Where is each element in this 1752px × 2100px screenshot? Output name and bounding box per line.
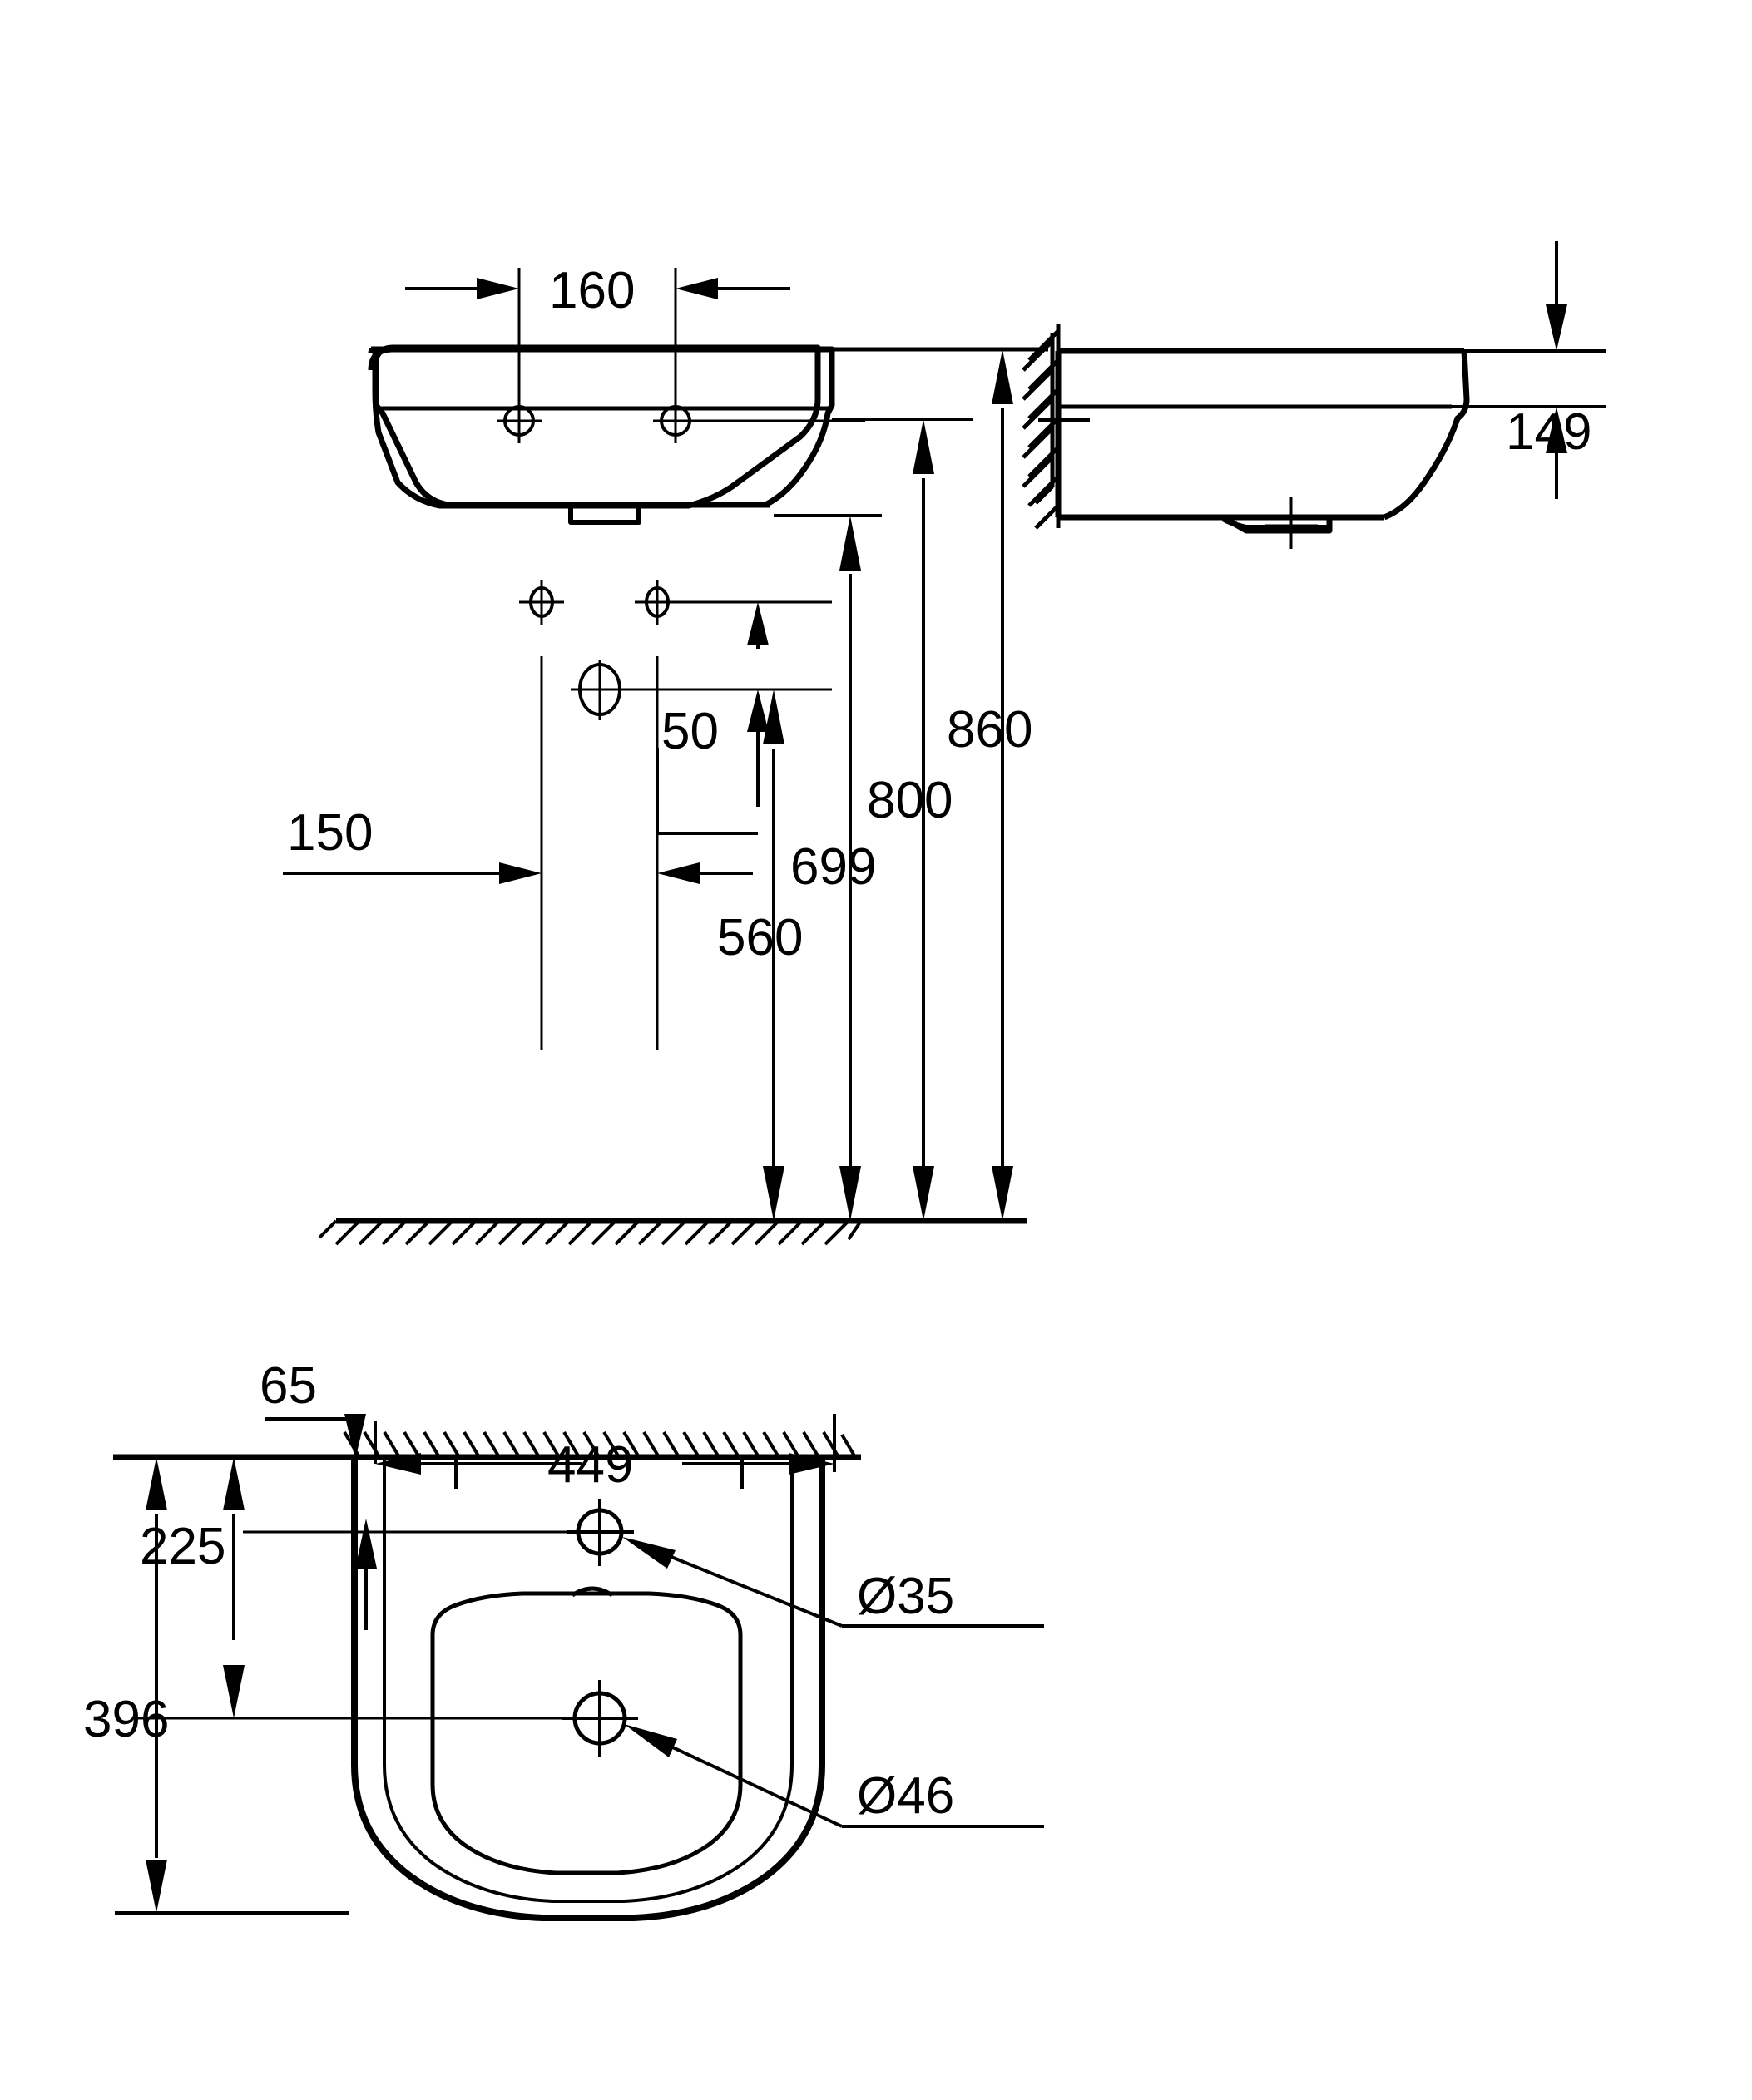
front-bowl-right-wall [765, 349, 835, 507]
label-box-50 [656, 748, 758, 835]
floor-line-group [318, 1218, 1027, 1246]
mounting-hole-left [519, 580, 564, 625]
front-waste-lip [568, 505, 641, 525]
arrowhead-225-helper [355, 1519, 377, 1569]
dimension-label-225: 225 [140, 1518, 225, 1575]
dimension-50: 50 [656, 600, 832, 835]
arrowhead-560-up [763, 689, 784, 744]
arrowhead-800-up [913, 419, 934, 474]
arrowhead-225-up [223, 1457, 245, 1510]
arrowhead-860-up [992, 349, 1013, 404]
plan-bowl-shelf-contour [383, 1457, 794, 1903]
arrowhead-50-up [747, 602, 769, 645]
plan-basin-outline [351, 1457, 825, 1921]
dimension-149: 149 [1506, 241, 1591, 499]
dimension-label-150: 150 [287, 804, 373, 862]
arrowhead-860-down [992, 1166, 1013, 1221]
side-elevation-view: 149 [1027, 241, 1606, 549]
side-waste-lip-fill [1221, 516, 1329, 530]
arrowhead-dia35 [622, 1537, 676, 1569]
dimension-800: 800 [832, 418, 973, 1221]
plan-overflow-notch [571, 1586, 614, 1598]
plan-tap-hole [567, 1499, 634, 1566]
arrowhead-699-up [839, 516, 861, 571]
callout-label-dia35: Ø35 [857, 1568, 954, 1625]
arrowhead-150-right [657, 862, 700, 884]
plan-waste-hole [562, 1680, 638, 1757]
dimension-65: 65 [260, 1357, 366, 1460]
dimension-label-800: 800 [867, 772, 953, 829]
side-waste-centerline [1265, 497, 1318, 549]
front-elevation-view: 160 [368, 262, 1055, 525]
dimension-label-50: 50 [661, 703, 719, 760]
arrowhead-149-top [1546, 304, 1567, 351]
arrowhead-396-down [146, 1860, 167, 1913]
dimension-label-560: 560 [717, 909, 803, 966]
dimension-label-65: 65 [260, 1357, 317, 1415]
dimension-225: 225 [133, 1455, 377, 1720]
arrowhead-449-left [375, 1453, 421, 1475]
front-basin-profile [368, 346, 835, 406]
dimension-label-860: 860 [947, 701, 1032, 758]
dimension-396: 396 [83, 1457, 349, 1915]
arrowhead-160-left [477, 278, 519, 299]
plan-view: Ø35 Ø46 65 449 [83, 1357, 1044, 1921]
arrowhead-560-down [763, 1166, 784, 1221]
arrowhead-149-bottom [1546, 407, 1567, 453]
dimension-label-699: 699 [790, 838, 876, 896]
dimension-860: 860 [832, 347, 1048, 1221]
arrowhead-65 [344, 1414, 366, 1460]
callout-dia46: Ø46 [624, 1724, 1044, 1828]
arrowhead-150-left [499, 862, 542, 884]
dimension-699: 699 [774, 514, 882, 1221]
front-basin-outline [372, 344, 821, 509]
mounting-hole-pattern [519, 580, 832, 1050]
arrowhead-396-up [146, 1457, 167, 1510]
floor-hatch [318, 1219, 863, 1246]
dimension-label-396: 396 [83, 1691, 169, 1748]
callout-dia35: Ø35 [622, 1537, 1044, 1628]
dimension-560: 560 [657, 688, 803, 1221]
dimension-160: 160 [405, 262, 790, 422]
plan-bowl-inner-outline [430, 1591, 743, 1875]
arrowhead-449-right [789, 1453, 834, 1475]
front-bowl-left-wall [368, 346, 449, 508]
arrowhead-699-down [839, 1166, 861, 1221]
dimension-label-160: 160 [549, 262, 635, 319]
callout-label-dia46: Ø46 [857, 1767, 954, 1825]
dimension-label-449: 449 [547, 1436, 633, 1494]
dimension-449: 449 [374, 1414, 836, 1494]
plan-wall-hatch [343, 1430, 857, 1459]
side-basin-right-wall [1383, 350, 1470, 521]
arrowhead-800-down [913, 1166, 934, 1221]
arrowhead-160-right [676, 278, 718, 299]
front-wall-hatch [1022, 333, 1055, 505]
dimension-150: 150 [283, 804, 753, 884]
arrowhead-dia46 [624, 1724, 677, 1757]
arrowhead-225-down [223, 1665, 245, 1718]
arrowhead-50-down [747, 689, 769, 732]
dimension-label-149: 149 [1506, 403, 1591, 461]
